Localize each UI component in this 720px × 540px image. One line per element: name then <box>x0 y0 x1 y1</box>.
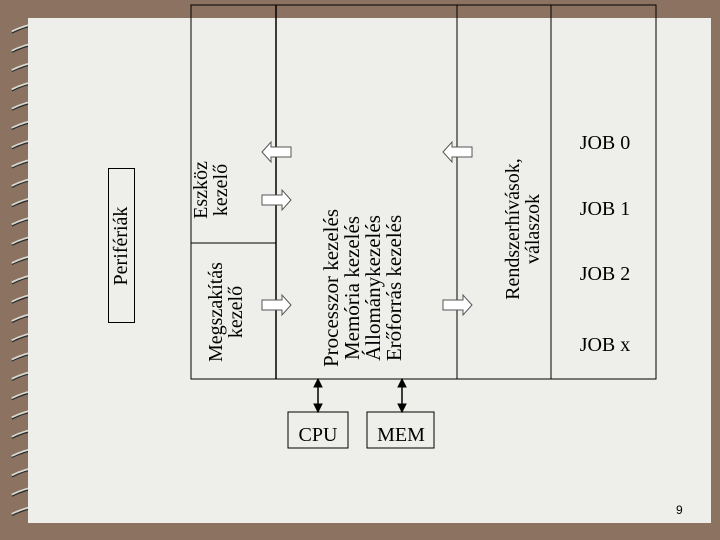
cpu-double-arrow <box>314 379 322 412</box>
mem-box <box>367 412 434 448</box>
cpu-box <box>288 412 348 448</box>
mem-double-arrow <box>398 379 406 412</box>
main-frame <box>191 5 656 379</box>
page-number: 9 <box>676 503 683 517</box>
